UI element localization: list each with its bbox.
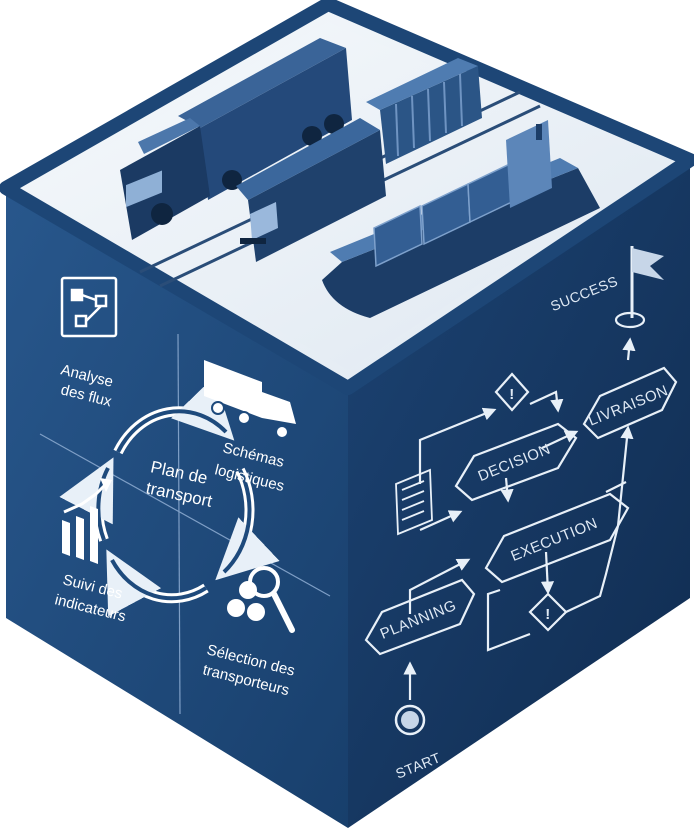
cargo-ship-icon <box>322 120 600 318</box>
planning-node <box>364 578 476 656</box>
top-face-rim <box>0 0 694 395</box>
bar-chart-icon <box>62 478 112 564</box>
start-node <box>394 704 426 736</box>
cube-left-face <box>6 188 348 828</box>
alert-diamond-bottom <box>528 592 568 632</box>
people-search-icon <box>227 566 295 633</box>
truck-icon <box>204 360 296 439</box>
execution-node <box>484 492 630 584</box>
top-face-scene <box>120 38 600 318</box>
alert-diamond-top <box>494 372 530 412</box>
right-face-flowchart <box>364 246 678 736</box>
train-icon <box>236 58 482 262</box>
livraison-node <box>582 366 678 440</box>
document-icon <box>395 468 433 536</box>
truck-icon <box>120 38 352 240</box>
flow-analysis-icon <box>60 276 118 338</box>
cube-right-face <box>348 160 690 828</box>
alert-symbol-bottom: ! <box>545 606 551 623</box>
success-flag-icon <box>614 246 664 329</box>
decision-node <box>454 422 578 502</box>
flow-connectors <box>403 337 636 700</box>
alert-symbol-top: ! <box>509 386 515 403</box>
